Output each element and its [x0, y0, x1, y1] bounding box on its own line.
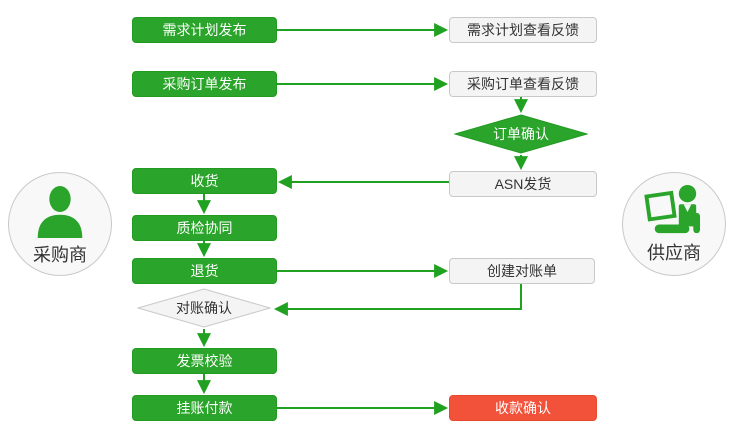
step-label: 收款确认 — [495, 400, 551, 416]
step-label: 挂账付款 — [176, 400, 233, 416]
decision-reconciliation-confirm: 对账确认 — [137, 288, 271, 328]
step-demand-plan-feedback: 需求计划查看反馈 — [449, 17, 597, 43]
step-receive-goods: 收货 — [132, 168, 277, 194]
decision-order-confirm: 订单确认 — [454, 114, 588, 154]
step-receipt-confirm: 收款确认 — [449, 395, 597, 421]
step-label: 退货 — [190, 263, 219, 279]
step-label: 需求计划查看反馈 — [467, 22, 579, 38]
step-label: 采购订单发布 — [162, 76, 247, 92]
decision-label: 对账确认 — [176, 300, 232, 316]
diamond-shape — [454, 114, 588, 154]
step-label: 质检协同 — [176, 220, 233, 236]
step-label: 收货 — [190, 173, 219, 189]
step-create-statement: 创建对账单 — [449, 258, 595, 284]
actor-buyer-label: 采购商 — [33, 245, 87, 265]
decision-label: 订单确认 — [493, 126, 549, 142]
step-payment-on-account: 挂账付款 — [132, 395, 277, 421]
person-laptop-icon — [643, 184, 705, 238]
actor-buyer: 采购商 — [8, 172, 112, 276]
step-demand-plan-publish: 需求计划发布 — [132, 17, 277, 43]
step-label: 采购订单查看反馈 — [467, 76, 579, 92]
diamond-shape — [137, 288, 271, 328]
step-label: 需求计划发布 — [162, 22, 247, 38]
step-label: ASN发货 — [494, 176, 552, 192]
step-return-goods: 退货 — [132, 258, 277, 284]
step-label: 发票校验 — [176, 353, 233, 369]
arrow-statement-to-reconciliation — [273, 284, 522, 316]
step-asn-shipping: ASN发货 — [449, 171, 597, 197]
step-label: 创建对账单 — [487, 263, 557, 279]
step-quality-inspection: 质检协同 — [132, 215, 277, 241]
step-purchase-order-feedback: 采购订单查看反馈 — [449, 71, 597, 97]
actor-supplier-label: 供应商 — [647, 243, 701, 263]
person-icon — [34, 184, 86, 240]
step-purchase-order-publish: 采购订单发布 — [132, 71, 277, 97]
actor-supplier: 供应商 — [622, 172, 726, 276]
step-invoice-verification: 发票校验 — [132, 348, 277, 374]
